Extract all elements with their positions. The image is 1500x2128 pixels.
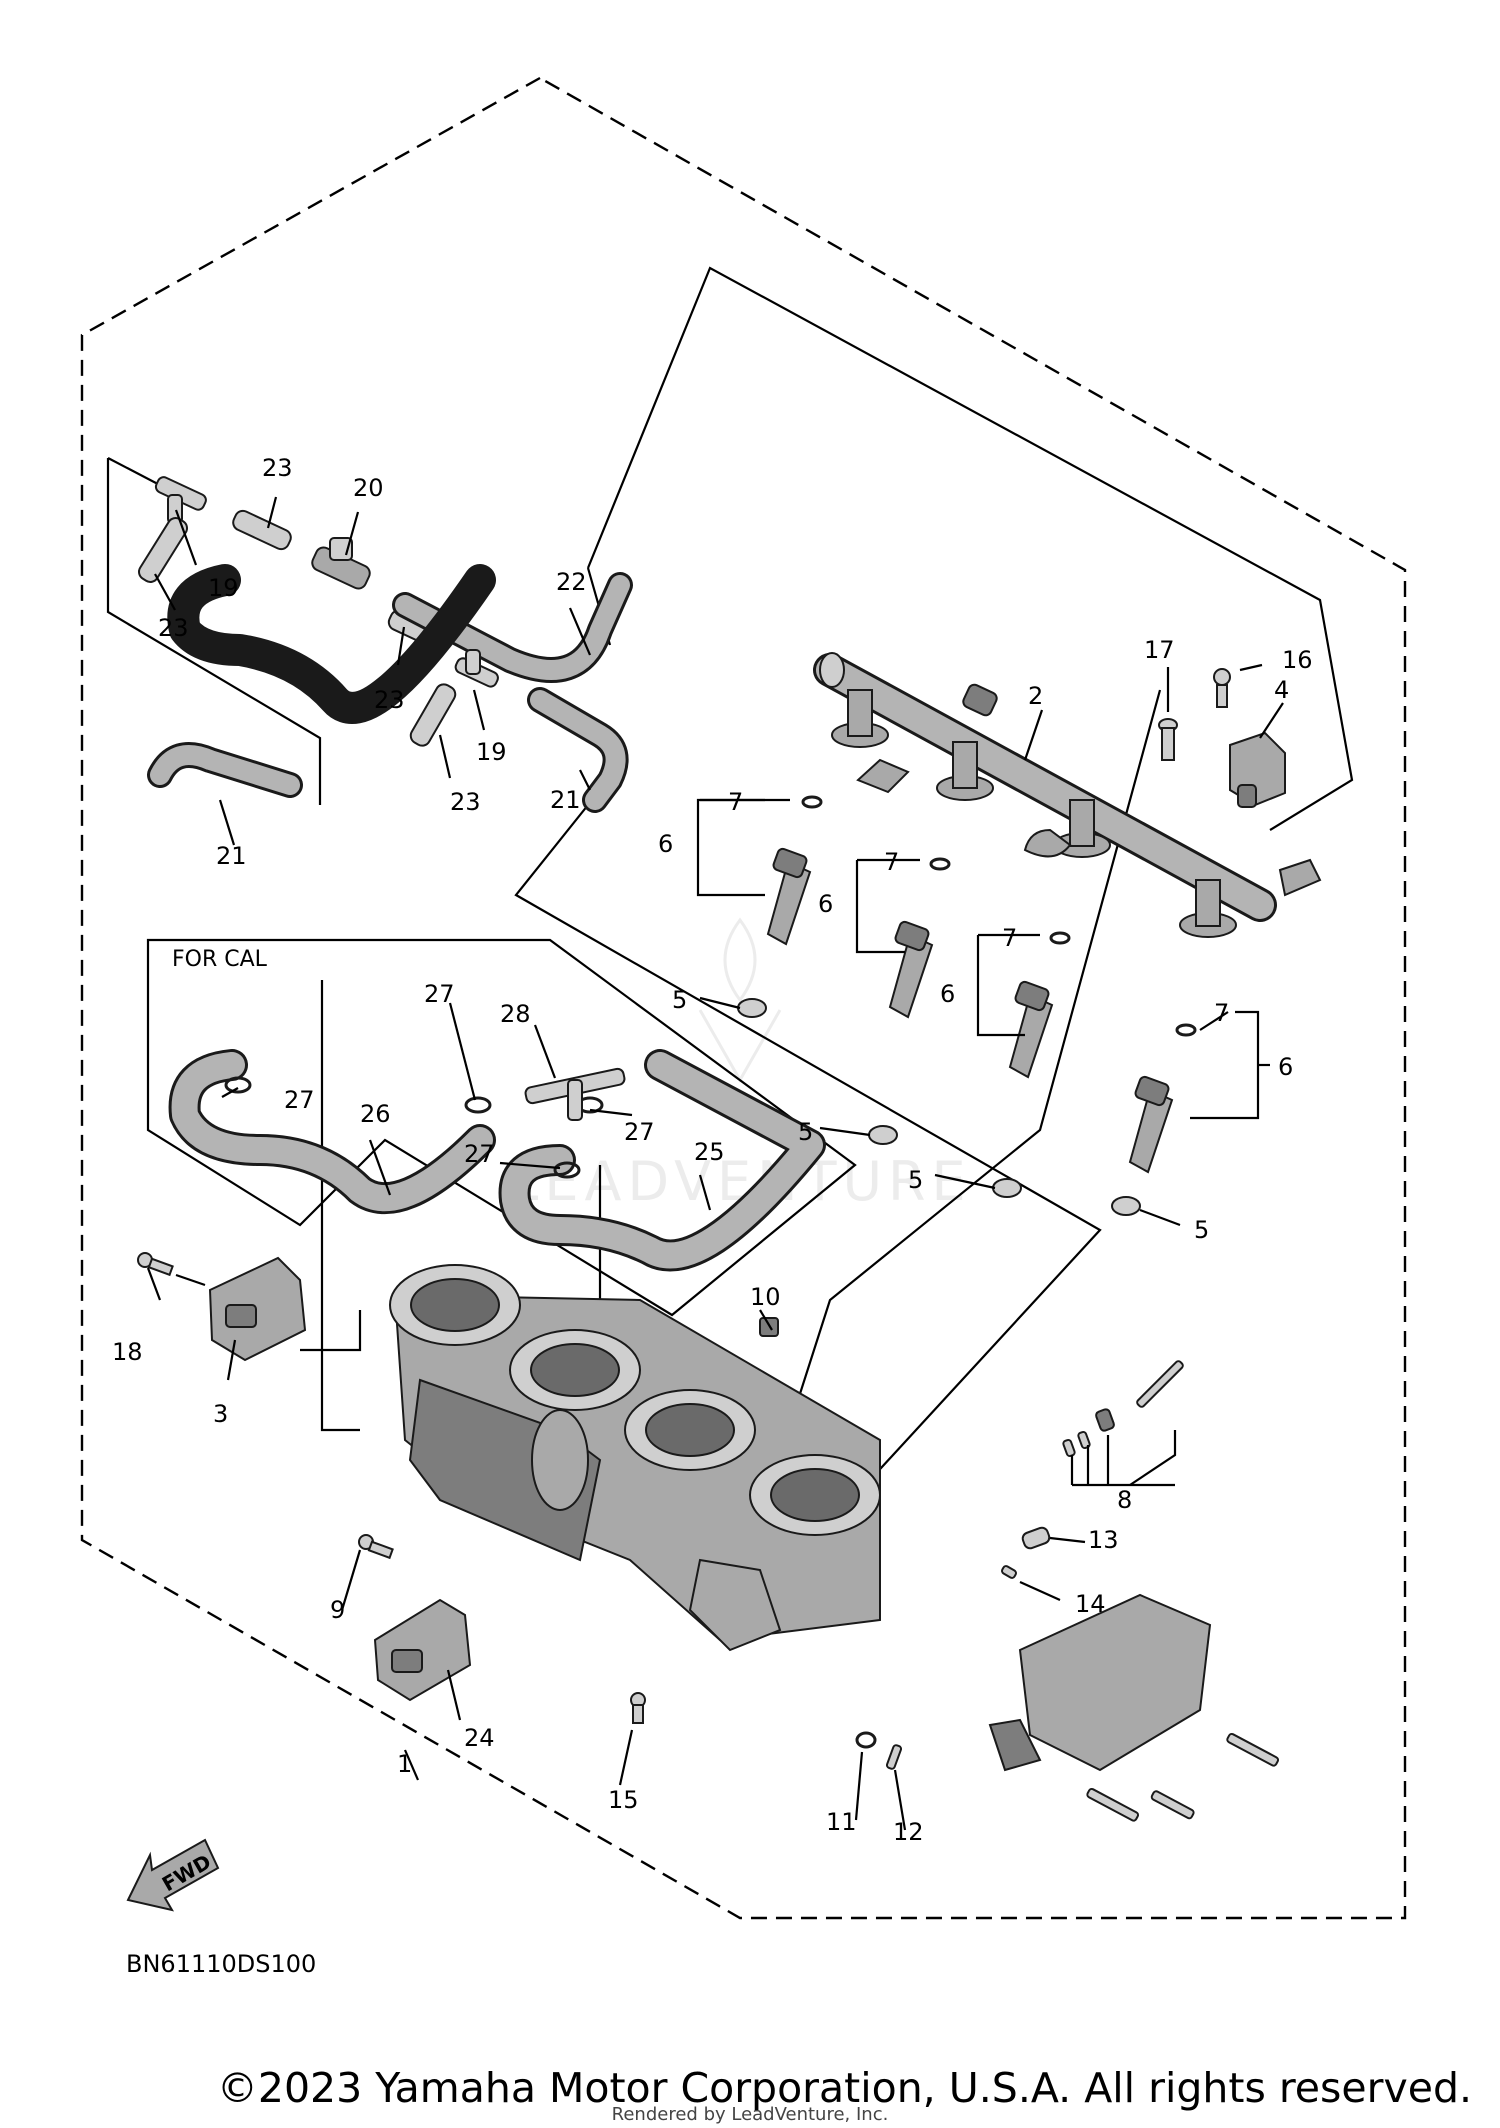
callout-5-d: 5 (1194, 1216, 1209, 1244)
clip-27-a (224, 1076, 252, 1094)
callout-12: 12 (893, 1818, 924, 1846)
injector-6-d (1128, 1075, 1174, 1174)
seal-5-a (737, 998, 767, 1018)
callout-1: 1 (397, 1750, 412, 1778)
callout-24: 24 (464, 1724, 495, 1752)
callout-5-a: 5 (672, 986, 687, 1014)
bolt-16 (1213, 668, 1231, 708)
callout-21-b: 21 (550, 786, 581, 814)
callout-28: 28 (500, 1000, 531, 1028)
callout-20: 20 (353, 474, 384, 502)
fuel-rail-group-lines (586, 266, 1354, 831)
injector-6-b (888, 920, 934, 1019)
callout-25: 25 (694, 1138, 725, 1166)
callout-7-c: 7 (1002, 924, 1017, 952)
callout-26: 26 (360, 1100, 391, 1128)
callout-23-b: 23 (158, 614, 189, 642)
throttle-body-1 (389, 1264, 881, 1652)
callout-27-b: 27 (424, 980, 455, 1008)
callout-13: 13 (1088, 1526, 1119, 1554)
sensor-4 (1229, 731, 1286, 808)
callout-19-b: 19 (476, 738, 507, 766)
sensor-3 (208, 1256, 307, 1362)
pin-14 (1001, 1565, 1017, 1579)
injector-6-a (766, 847, 812, 946)
seal-5-d (1111, 1196, 1141, 1216)
sensor-24 (373, 1598, 472, 1702)
tee-fitting-28 (524, 1067, 626, 1121)
clip-11 (855, 1731, 877, 1749)
hose-22 (392, 572, 633, 683)
callout-14: 14 (1075, 1590, 1106, 1618)
callout-7-b: 7 (884, 848, 899, 876)
callout-5-b: 5 (798, 1118, 813, 1146)
bolt-9 (358, 1534, 394, 1560)
callout-17: 17 (1144, 636, 1175, 664)
injector-6-c (1008, 980, 1054, 1079)
fitting-13 (1021, 1526, 1051, 1550)
hose-23-short-d (409, 683, 457, 747)
joint-20 (311, 537, 371, 590)
callout-16: 16 (1282, 646, 1313, 674)
callout-21-a: 21 (216, 842, 247, 870)
hose-26 (167, 564, 496, 724)
cover-assembly (988, 1593, 1280, 1822)
callout-4: 4 (1274, 676, 1289, 704)
callout-7-a: 7 (728, 788, 743, 816)
hose-23-short-b (232, 509, 292, 551)
o-ring-7-d (1175, 1023, 1197, 1037)
seal-5-b (868, 1125, 898, 1145)
diagram-code: BN61110DS100 (126, 1950, 316, 1978)
bolt-15 (630, 1692, 646, 1724)
callout-27-d: 27 (624, 1118, 655, 1146)
callout-15: 15 (608, 1786, 639, 1814)
callout-22: 22 (556, 568, 587, 596)
hose-21-left (147, 742, 303, 798)
callout-6-c: 6 (940, 980, 955, 1008)
fwd-arrow-icon: FWD (126, 1838, 220, 1912)
callout-9: 9 (330, 1596, 345, 1624)
hose-21-right (527, 687, 629, 813)
clip-27-b (464, 1096, 492, 1114)
callout-7-d: 7 (1214, 999, 1229, 1027)
callout-23-a: 23 (262, 454, 293, 482)
assembly-frame (80, 76, 1407, 1920)
callout-6-b: 6 (818, 890, 833, 918)
o-ring-7-b (929, 857, 951, 871)
tee-fitting-19-upper (154, 476, 207, 524)
callout-3: 3 (213, 1400, 228, 1428)
callout-23-c: 23 (374, 686, 405, 714)
spring-12 (885, 1744, 903, 1770)
hose-to-body-line (514, 799, 1102, 1481)
copyright-notice: ©2023 Yamaha Motor Corporation, U.S.A. A… (217, 2064, 1472, 2112)
screw-kit-8 (1062, 1360, 1184, 1458)
callout-2: 2 (1028, 682, 1043, 710)
callout-labels: 1 2 3 4 5 5 5 5 6 6 6 6 7 7 7 7 8 9 10 1… (112, 454, 1313, 1846)
clip-27-d (553, 1161, 581, 1179)
callout-27-c: 27 (464, 1140, 495, 1168)
callout-6-d: 6 (1278, 1053, 1293, 1081)
tee-fitting-19-lower (454, 649, 499, 688)
for-cal-label: FOR CAL (172, 947, 268, 972)
o-ring-7-a (801, 795, 823, 809)
callout-18: 18 (112, 1338, 143, 1366)
callout-6-a: 6 (658, 830, 673, 858)
callout-27-a: 27 (284, 1086, 315, 1114)
hose-group-frame (106, 458, 322, 805)
bolt-18 (137, 1252, 174, 1277)
o-ring-7-c (1049, 931, 1071, 945)
rendered-by-credit: Rendered by LeadVenture, Inc. (612, 2104, 889, 2124)
callout-19-a: 19 (208, 574, 239, 602)
callout-11: 11 (826, 1808, 857, 1836)
bolt-17 (1158, 718, 1178, 761)
callout-8: 8 (1117, 1486, 1132, 1514)
fuel-rail-2 (813, 652, 1322, 938)
callout-23-d: 23 (450, 788, 481, 816)
callout-10: 10 (750, 1283, 781, 1311)
hose-23-short-a (137, 517, 189, 583)
callout-5-c: 5 (908, 1166, 923, 1194)
seal-5-c (992, 1178, 1022, 1198)
